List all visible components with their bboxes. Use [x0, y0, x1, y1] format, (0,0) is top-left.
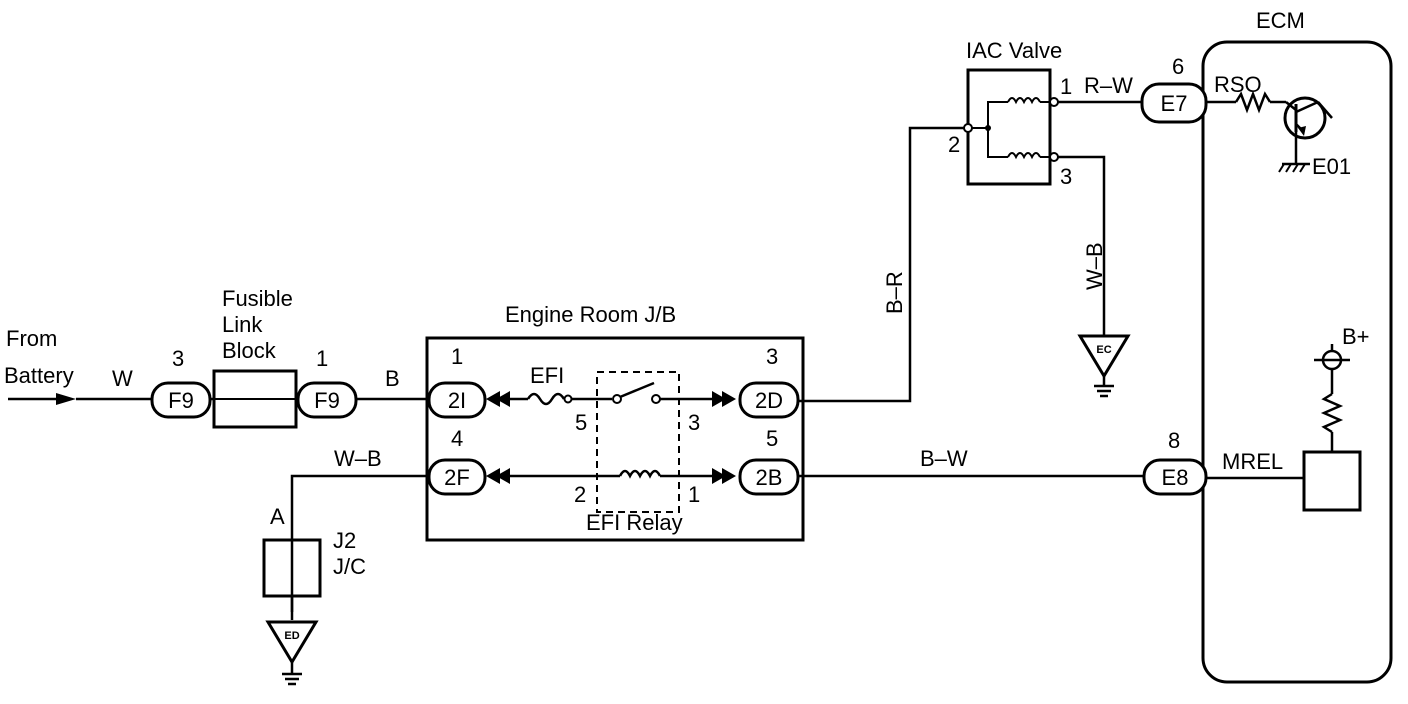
wire-b-r-label: B–R — [882, 271, 907, 314]
iac-pin-2: 2 — [948, 132, 960, 157]
fusible-label-2: Link — [222, 312, 263, 337]
c2i-label: 2I — [448, 388, 466, 413]
f9-right-label: F9 — [314, 388, 340, 413]
wire-w-label: W — [112, 366, 133, 391]
relay-pin-1: 1 — [688, 482, 700, 507]
f9-left-label: F9 — [168, 388, 194, 413]
terminal-2f-icon — [486, 468, 500, 484]
iac-coil-lower-icon — [1007, 152, 1041, 160]
efi-fuse-label: EFI — [530, 363, 564, 388]
ground-ed-label: ED — [284, 630, 299, 642]
c2d-pin: 3 — [766, 344, 778, 369]
mrel-label: MREL — [1222, 449, 1283, 474]
f9-right-pin: 1 — [316, 346, 328, 371]
efi-relay-label: EFI Relay — [586, 510, 683, 535]
terminal-2i-icon — [486, 391, 500, 407]
c2b-pin: 5 — [766, 426, 778, 451]
e01-label: E01 — [1312, 154, 1351, 179]
c2b-label: 2B — [756, 465, 783, 490]
c2d-label: 2D — [755, 388, 783, 413]
battery-arrow-icon — [56, 393, 76, 405]
iac-pin-3: 3 — [1060, 164, 1072, 189]
c2i-pin: 1 — [451, 344, 463, 369]
terminal-2b-icon — [712, 468, 726, 484]
mrel-resistor-icon — [1320, 392, 1344, 434]
ecm-box — [1201, 40, 1393, 684]
f9-left-pin: 3 — [172, 346, 184, 371]
wire-w-b-ground-label: W–B — [1082, 242, 1107, 290]
ground-ec-label: EC — [1096, 344, 1111, 356]
wire-w-b-ground — [1058, 155, 1106, 336]
ground-ed-icon — [265, 620, 319, 665]
c2f-pin: 4 — [451, 426, 463, 451]
fusible-label-1: Fusible — [222, 286, 293, 311]
relay-pin-5: 5 — [575, 410, 587, 435]
iac-pin-1: 1 — [1060, 74, 1072, 99]
iac-valve-label: IAC Valve — [966, 38, 1062, 63]
relay-switch-contact — [619, 381, 655, 399]
e7-pin: 6 — [1172, 54, 1184, 79]
connector-2i — [427, 381, 487, 419]
relay-pin-3: 3 — [688, 410, 700, 435]
wire-b-label: B — [385, 366, 400, 391]
j2-label: J2 — [333, 528, 356, 553]
terminal-2d-icon — [712, 391, 726, 407]
efi-fuse-icon — [526, 392, 566, 406]
from-battery-label-1: From — [6, 326, 57, 351]
engine-room-jb-label: Engine Room J/B — [505, 302, 676, 327]
wire-r-w-label: R–W — [1084, 73, 1133, 98]
e8-pin: 8 — [1168, 428, 1180, 453]
rso-resistor-icon — [1234, 90, 1272, 114]
iac-coil-upper-icon — [1007, 97, 1041, 105]
jc-pin-a: A — [270, 504, 285, 529]
wire-w-b-left-label: W–B — [334, 446, 382, 471]
jc-label: J/C — [333, 554, 366, 579]
rso-label: RSO — [1214, 72, 1262, 97]
mrel-circuit-box — [1302, 450, 1362, 512]
fusible-label-3: Block — [222, 338, 277, 363]
efi-relay-box — [596, 371, 680, 513]
from-battery-label-2: Battery — [4, 363, 74, 388]
relay-pin-2: 2 — [574, 482, 586, 507]
e8-label: E8 — [1162, 465, 1189, 490]
wire-b-r — [798, 126, 964, 403]
ecm-label: ECM — [1256, 8, 1305, 33]
c2f-label: 2F — [444, 465, 470, 490]
e7-label: E7 — [1161, 91, 1188, 116]
relay-coil-icon — [618, 469, 662, 479]
bplus-label: B+ — [1342, 324, 1370, 349]
wire-b-w-label: B–W — [920, 446, 968, 471]
ground-ec-icon — [1077, 334, 1131, 379]
